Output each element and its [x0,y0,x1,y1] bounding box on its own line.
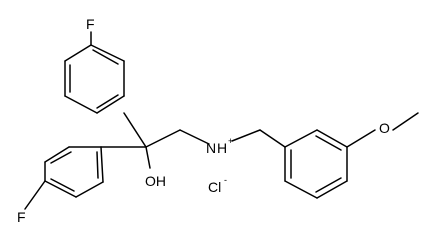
chloride-charge-label: - [224,175,227,185]
bond-methoxy-oxygen-to-methyl [392,112,419,131]
fluorine-bottom-label: F [17,209,26,225]
top-fluorophenyl-ring [64,44,125,114]
methoxy-oxygen-label: O [379,120,390,136]
chloride-label: Cl [208,179,221,195]
methoxyphenyl-ring [284,129,348,199]
bottom-fluorophenyl-ring [44,146,104,198]
ammonium-charge-label: + [228,136,233,146]
molecule-structure: F F OH N H + O Cl - [17,16,419,225]
bond-top-ring-to-carbinol [123,112,147,148]
bond-bottom-ring-to-fluorine [24,180,46,210]
structure-canvas: F F OH N H + O Cl - [17,16,419,225]
fluorine-top-label: F [86,16,95,32]
ammonium-nitrogen-label: N [206,140,216,156]
bond-carbinol-to-hydroxyl [145,146,151,169]
hydroxyl-label: OH [145,173,166,189]
ammonium-hydrogen-label: H [217,140,227,156]
bond-carbinol-to-ch2 [145,129,181,148]
bond-nitrogen-to-benzyl-ch2 [231,129,261,142]
bond-ring-to-methoxy-oxygen [346,129,376,148]
bond-ch2-to-nitrogen [179,129,210,145]
bond-benzyl-ch2-to-ring [259,129,286,148]
